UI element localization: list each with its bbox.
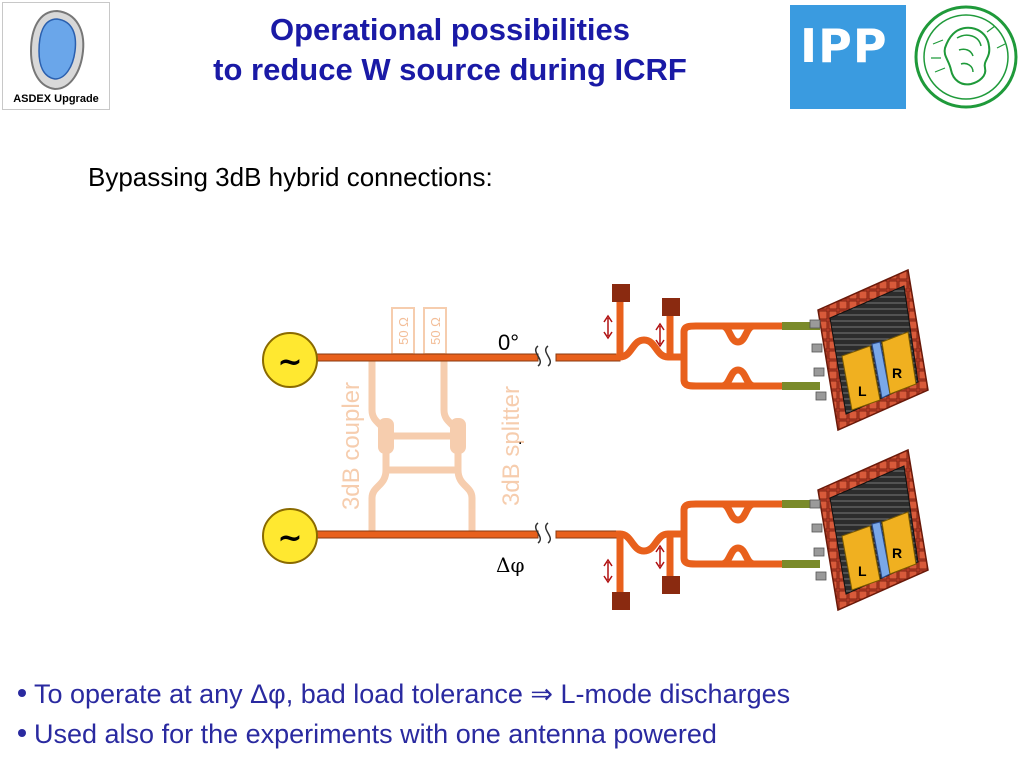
title-line-2: to reduce W source during ICRF [213, 52, 687, 87]
antenna-label-right: R [892, 545, 902, 561]
ghost-hybrid-network: 50 Ω 50 Ω 3dB coupler 3dB splitter [338, 307, 525, 534]
bullet-list: To operate at any Δφ, bad load tolerance… [18, 674, 790, 754]
rf-source-icon [262, 508, 318, 564]
antenna-top: L R [809, 269, 929, 431]
bullet-icon [18, 688, 26, 697]
antenna-label-left: L [858, 383, 867, 399]
adjust-arrow-icon [655, 322, 665, 348]
bullet-text: Used also for the experiments with one a… [34, 719, 717, 749]
tuning-stub-icon [612, 284, 630, 302]
load-label-right: 50 Ω [428, 317, 443, 345]
top-feed-line [315, 284, 820, 390]
rf-generator-top: ~ [262, 332, 318, 388]
tuning-stub-icon [612, 592, 630, 610]
asdex-caption: ASDEX Upgrade [13, 93, 99, 105]
stray-mark: . [518, 431, 522, 448]
load-label-left: 50 Ω [396, 317, 411, 345]
bullet-text: To operate at any Δφ, bad load tolerance… [34, 679, 791, 709]
adjust-arrow-icon [603, 558, 613, 584]
rf-generator-bottom: ~ [262, 508, 318, 564]
asdex-upgrade-logo: ASDEX Upgrade [2, 2, 110, 110]
phase-label-top: 0° [498, 330, 519, 355]
generator-symbol: ~ [277, 521, 302, 556]
splitter-label: 3dB splitter [498, 386, 525, 506]
coupler-label: 3dB coupler [338, 382, 365, 510]
rf-source-icon [262, 332, 318, 388]
antenna-label-right: R [892, 365, 902, 381]
antenna-bottom: L R [809, 449, 929, 611]
page-title: Operational possibilities to reduce W so… [115, 10, 785, 90]
tuning-stub-icon [662, 298, 680, 316]
max-planck-minerva-logo [914, 5, 1018, 109]
adjust-arrow-icon [655, 544, 665, 570]
generator-symbol: ~ [277, 345, 302, 380]
bullet-item: To operate at any Δφ, bad load tolerance… [18, 674, 790, 714]
title-line-1: Operational possibilities [269, 12, 631, 47]
phase-label-bottom: Δφ [496, 553, 524, 577]
antenna-label-left: L [858, 563, 867, 579]
bullet-item: Used also for the experiments with one a… [18, 714, 790, 754]
bottom-feed-line [315, 500, 820, 610]
bullet-icon [18, 728, 26, 737]
plasma-crosssection-icon [29, 9, 85, 91]
ipp-logo: IPP [790, 5, 906, 109]
subheading: Bypassing 3dB hybrid connections: [88, 162, 493, 192]
ipp-logo-text: IPP [800, 19, 888, 73]
tuning-stub-icon [662, 576, 680, 594]
adjust-arrow-icon [603, 314, 613, 340]
